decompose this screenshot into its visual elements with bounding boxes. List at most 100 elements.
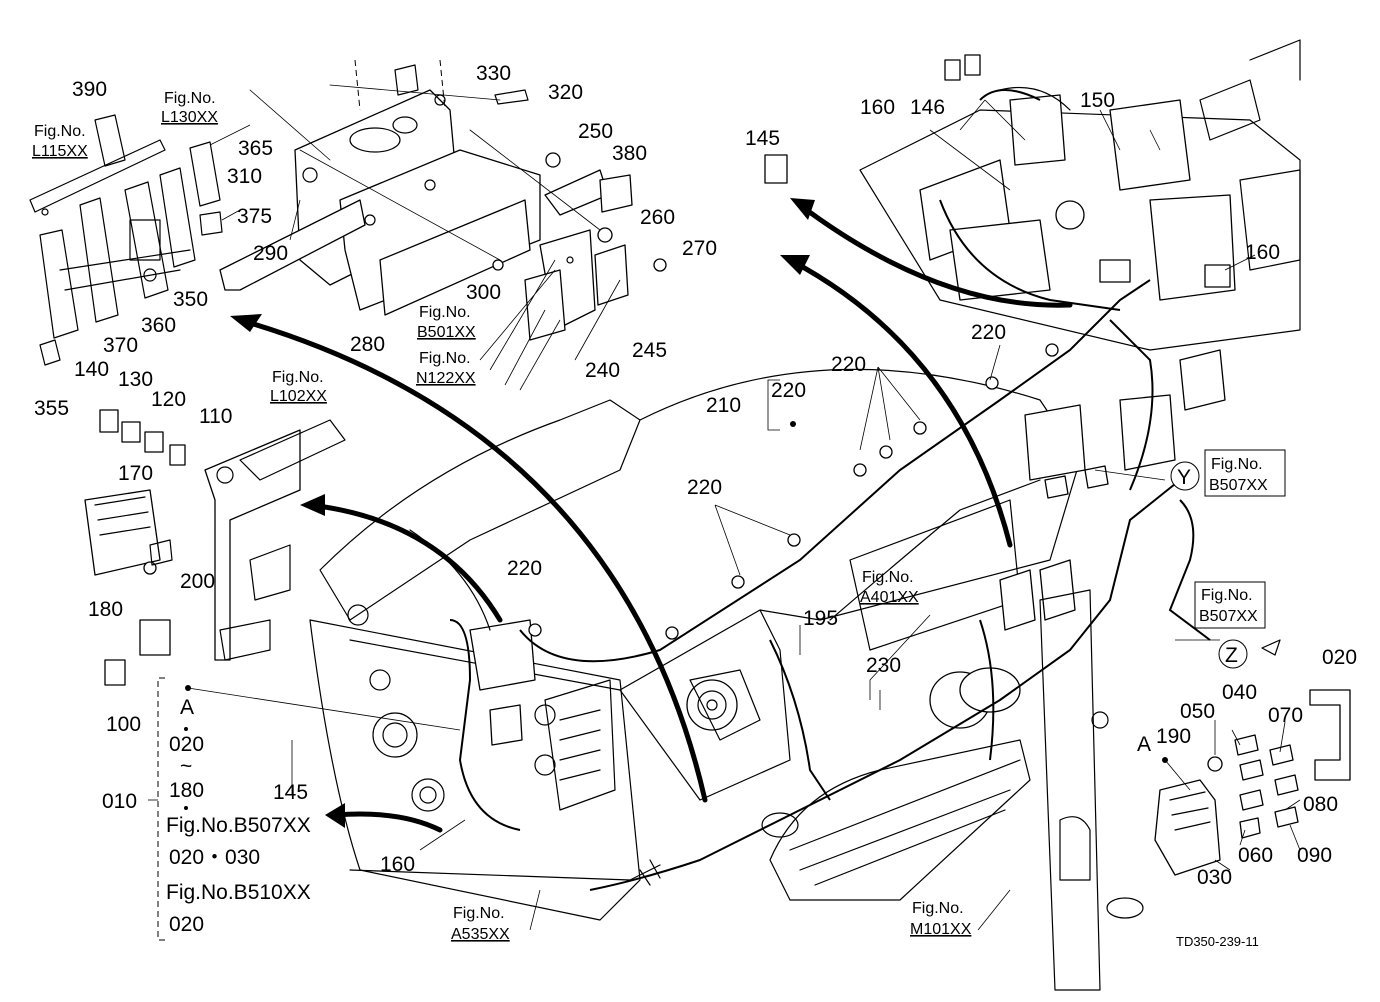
ref-B507-Z-fig: Fig.No. [1201,587,1253,604]
main-harness-210 [449,89,1211,891]
label-Z: Z [1225,644,1238,667]
label-010: 010 [102,790,137,813]
label-020: 020 [1322,646,1357,669]
point-210 [790,421,796,427]
part-labels: 390 330 320 250 380 365 310 375 290 260 … [34,62,1357,889]
ref-box-B507-Z [1194,581,1266,629]
label-310: 310 [227,165,262,188]
legend-range-end: 180 [169,779,204,802]
figure-references: Fig.No. L115XX Fig.No. L130XX Fig.No. B5… [32,90,1268,943]
label-375: 375 [237,205,272,228]
label-245: 245 [632,339,667,362]
label-110: 110 [199,405,232,428]
label-210: 210 [706,394,741,417]
ref-L102-code: L102XX [270,388,327,405]
label-380: 380 [612,142,647,165]
legend-range-start: 020 [169,733,204,756]
ref-L130-fig: Fig.No. [164,90,216,107]
label-040: 040 [1222,681,1257,704]
legend-b510-range: 020 [169,913,204,936]
legend-tilde: ~ [180,755,192,778]
ref-M101-code: M101XX [910,921,972,938]
label-195: 195 [803,607,838,630]
label-180: 180 [88,598,123,621]
label-Y: Y [1177,466,1191,489]
legend-dot-1 [184,727,188,731]
ref-A401-code: A401XX [860,589,919,606]
label-230: 230 [866,654,901,677]
label-145-left: 145 [273,781,308,804]
engine-harness [764,39,1301,481]
label-270: 270 [682,237,717,260]
ref-M101-fig: Fig.No. [912,900,964,917]
point-A-connector [1162,757,1168,763]
ref-L115-code: L115XX [32,143,88,160]
label-320: 320 [548,81,583,104]
ref-B507-Y-code: B507XX [1209,477,1268,494]
legend-b507: Fig.No.B507XX [166,814,311,837]
label-220-a: 220 [507,557,542,580]
label-360: 360 [141,314,176,337]
ref-N122-code: N122XX [416,370,476,387]
ref-L130-code: L130XX [161,109,218,126]
label-050: 050 [1180,700,1215,723]
label-160-bottom: 160 [380,853,415,876]
label-060: 060 [1238,844,1273,867]
label-250: 250 [578,120,613,143]
ref-B507-Z-code: B507XX [1199,608,1258,625]
label-220-d: 220 [831,353,866,376]
label-160-right: 160 [1245,241,1280,264]
ref-B501-fig: Fig.No. [419,304,471,321]
callout-Z [1218,639,1248,669]
bracket-010 [157,677,165,941]
label-150: 150 [1080,89,1115,112]
bracket-210 [767,379,780,431]
ref-A401-fig: Fig.No. [862,569,914,586]
front-body [309,368,1144,991]
label-330: 330 [476,62,511,85]
label-160-top: 160 [860,96,895,119]
label-145-top: 145 [745,127,780,150]
label-280: 280 [350,333,385,356]
label-146: 146 [910,96,945,119]
legend-A: A [180,696,194,719]
label-120: 120 [151,388,186,411]
label-170: 170 [118,462,153,485]
label-090: 090 [1297,844,1332,867]
label-390: 390 [72,78,107,101]
label-220-e: 220 [971,321,1006,344]
top-plate-assembly [219,64,667,341]
label-030: 030 [1197,866,1232,889]
marker-z-arrow [1261,639,1281,656]
leader-lines [187,99,1301,931]
label-220-c: 220 [771,379,806,402]
label-365: 365 [238,137,273,160]
ref-B507-Y-fig: Fig.No. [1211,456,1263,473]
left-cover-group [29,114,223,366]
legend-010: A 020 ~ 180 Fig.No.B507XX 020・030 Fig.No… [166,696,311,936]
ref-box-B507-Y [1204,449,1286,497]
label-140: 140 [74,358,109,381]
label-240: 240 [585,359,620,382]
relay-bracket-group [84,409,346,686]
label-200: 200 [180,570,215,593]
label-A-connector: A [1137,733,1151,756]
label-190: 190 [1156,725,1191,748]
label-130: 130 [118,368,153,391]
label-370: 370 [103,334,138,357]
ref-B501-code: B501XX [417,324,476,341]
legend-b507-range: 020・030 [169,846,260,869]
ref-L115-fig: Fig.No. [34,123,86,140]
ref-N122-fig: Fig.No. [419,350,471,367]
ref-L102-fig: Fig.No. [272,369,324,386]
label-290: 290 [253,242,288,265]
legend-b510: Fig.No.B510XX [166,881,311,904]
label-100: 100 [106,713,141,736]
label-355: 355 [34,397,69,420]
label-220-b: 220 [687,476,722,499]
assembly-arrows [230,86,1073,833]
drawing-code: TD350-239-11 [1176,934,1259,949]
legend-dot-2 [184,806,188,810]
connector-group [1154,689,1351,876]
